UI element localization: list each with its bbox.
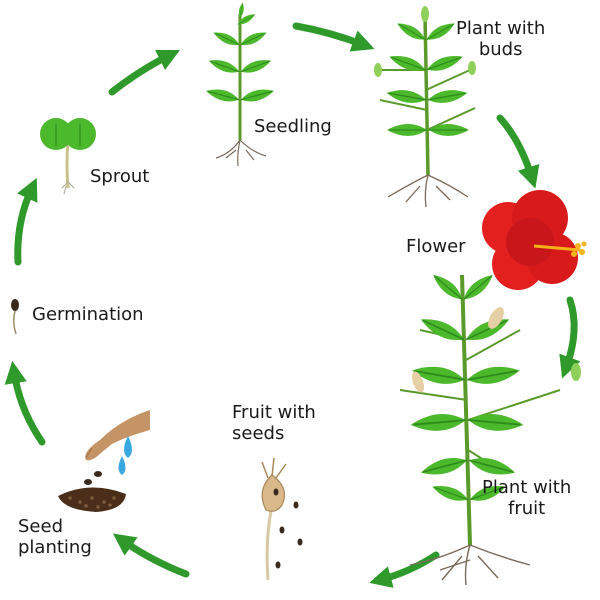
label-germination: Germination <box>32 304 144 325</box>
flower-illustration <box>482 190 587 290</box>
seed-planting-illustration <box>58 378 150 512</box>
label-sprout: Sprout <box>90 166 150 187</box>
label-flower: Flower <box>406 236 466 257</box>
arrow-to-sprout <box>14 177 38 266</box>
plant-with-fruit-illustration <box>399 269 581 586</box>
fruit-with-seeds-illustration <box>261 457 303 581</box>
label-plant-with-buds: Plant with buds <box>456 18 546 60</box>
arrow-to-fruit-seeds <box>369 551 440 588</box>
label-seed-planting: Seed planting <box>18 516 92 558</box>
arrow-to-fruit-plant <box>559 296 581 379</box>
arrow-to-flower <box>496 114 540 189</box>
cycle-arrows <box>4 22 581 588</box>
germinating-seed-illustration <box>11 299 19 335</box>
label-plant-with-fruit: Plant with fruit <box>482 477 572 519</box>
label-seedling: Seedling <box>254 116 332 137</box>
arrow-to-seedling <box>108 49 181 96</box>
sprout-illustration <box>40 118 96 195</box>
seedling-illustration <box>204 1 276 167</box>
plant-with-buds-illustration <box>374 6 476 208</box>
arrow-to-germination <box>4 360 46 446</box>
arrow-to-planting <box>112 533 190 578</box>
label-fruit-with-seeds: Fruit with seeds <box>232 402 316 444</box>
arrow-to-buds <box>292 22 375 52</box>
